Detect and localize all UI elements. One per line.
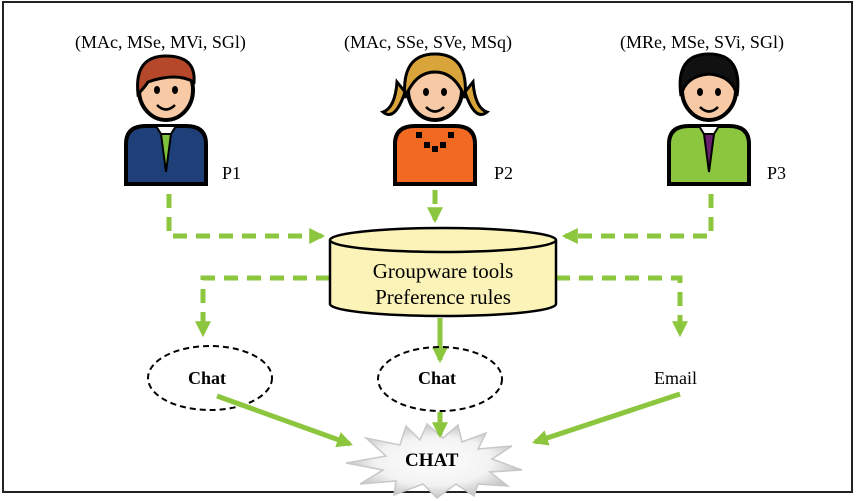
option-email-label: Email [654,368,697,388]
arrow-opt1-to-result [216,393,354,448]
option-chat-2-label: Chat [418,368,457,388]
store-line-1: Groupware tools [372,259,514,283]
arrow-store-to-opt1 [194,275,330,338]
p1-label: P1 [222,163,242,183]
person-p1-icon [124,54,208,186]
option-chat-1-ellipse [147,345,273,411]
arrow-p1-to-store [166,194,326,245]
p3-label: P3 [767,163,787,183]
store-line-2: Preference rules [375,285,511,309]
person-p3-icon [667,52,751,186]
p2-preferences: (MAc, SSe, SVe, MSq) [344,32,513,52]
result-burst-shape [345,422,523,499]
person-p2-icon [379,52,491,186]
arrow-p3-to-store [561,194,714,245]
diagram-frame [2,1,853,493]
option-chat-1-label: Chat [188,368,227,388]
preference-store-cylinder [328,226,558,318]
option-chat-2-ellipse [377,346,503,412]
p2-label: P2 [494,163,514,183]
arrow-store-to-opt3 [556,275,689,338]
p1-preferences: (MAc, MSe, MVi, SGl) [75,32,246,52]
arrow-opt3-to-result [531,391,681,446]
result-label: CHAT [405,450,459,471]
p3-preferences: (MRe, MSe, SVi, SGl) [620,32,784,52]
